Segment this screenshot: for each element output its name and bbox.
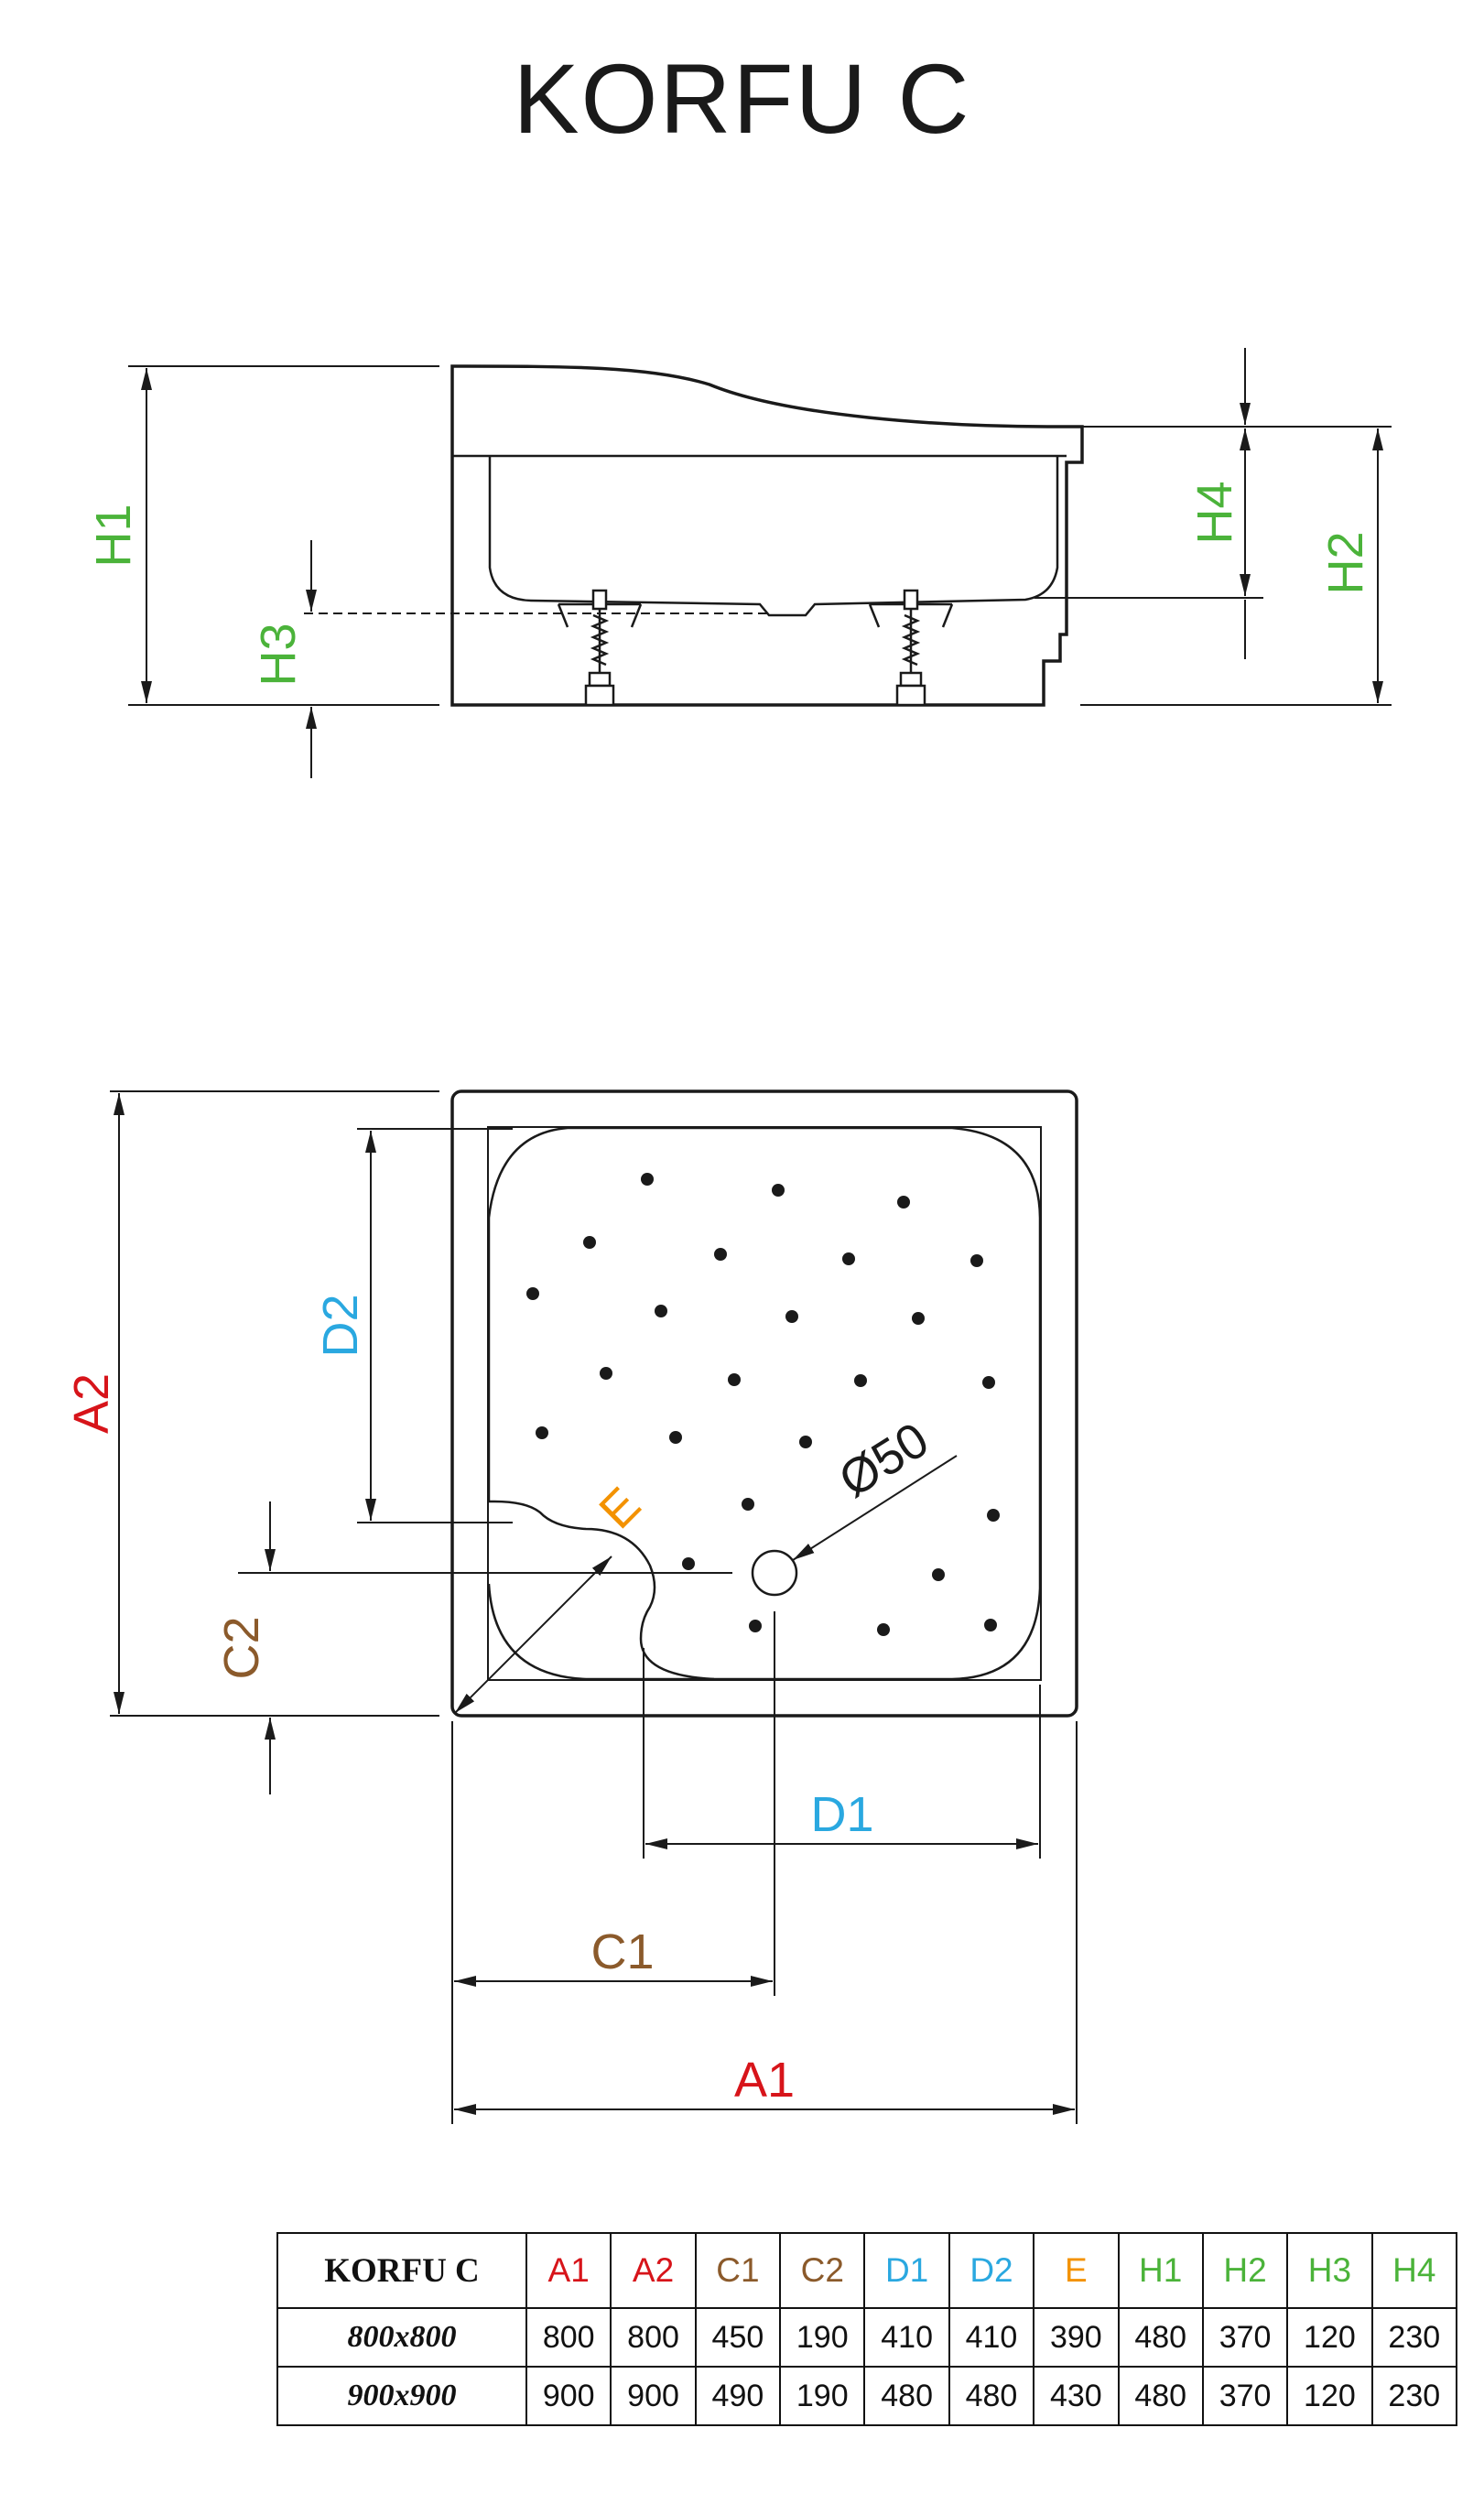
anti-slip-dots xyxy=(526,1173,1000,1636)
table-cell: 190 xyxy=(779,2366,866,2426)
header-d1: D1 xyxy=(863,2232,950,2309)
header-h1: H1 xyxy=(1117,2232,1204,2309)
support-leg-left xyxy=(557,589,643,707)
table-cell: 190 xyxy=(779,2307,866,2368)
label-h1: H1 xyxy=(86,504,141,567)
dimensions-table: KORFU C A1 A2 C1 C2 D1 D2 E H1 H2 H3 H4 … xyxy=(276,2232,1458,2426)
label-c2: C2 xyxy=(214,1616,269,1679)
label-d2: D2 xyxy=(313,1294,368,1357)
table-cell: 370 xyxy=(1201,2307,1289,2368)
table-row: 800x800 800 800 450 190 410 410 390 480 … xyxy=(276,2307,1458,2368)
label-h3: H3 xyxy=(251,623,306,686)
tray-outline xyxy=(450,1089,1078,1718)
basin-outline xyxy=(487,1126,1042,1681)
table-cell: 800 xyxy=(610,2307,697,2368)
header-a1: A1 xyxy=(525,2232,612,2309)
basin-corner xyxy=(487,1583,714,1681)
table-header-row: KORFU C A1 A2 C1 C2 D1 D2 E H1 H2 H3 H4 xyxy=(276,2232,1458,2309)
table-cell: 230 xyxy=(1370,2307,1458,2368)
inner-basin xyxy=(488,456,1059,617)
table-row: 900x900 900 900 490 190 480 480 430 480 … xyxy=(276,2366,1458,2426)
table-cell: 490 xyxy=(694,2366,782,2426)
e-dimension-line xyxy=(454,1556,612,1714)
row-model: 900x900 xyxy=(276,2366,527,2426)
drain-leader-line xyxy=(792,1455,958,1561)
table-cell: 480 xyxy=(1117,2307,1204,2368)
table-cell: 900 xyxy=(525,2366,612,2426)
table-cell: 800 xyxy=(525,2307,612,2368)
header-e: E xyxy=(1033,2232,1120,2309)
row-model: 800x800 xyxy=(276,2307,527,2368)
label-drain-diameter: Ø50 xyxy=(829,1412,937,1508)
header-d2: D2 xyxy=(948,2232,1035,2309)
table-cell: 410 xyxy=(948,2307,1035,2368)
header-h2: H2 xyxy=(1201,2232,1289,2309)
support-leg-right xyxy=(868,589,954,707)
table-cell: 480 xyxy=(948,2366,1035,2426)
table-cell: 480 xyxy=(863,2366,950,2426)
header-c1: C1 xyxy=(694,2232,782,2309)
header-h4: H4 xyxy=(1370,2232,1458,2309)
side-view xyxy=(128,348,1392,778)
top-view xyxy=(110,1089,1078,2124)
header-c2: C2 xyxy=(779,2232,866,2309)
table-cell: 900 xyxy=(610,2366,697,2426)
table-cell: 120 xyxy=(1286,2366,1373,2426)
table-cell: 410 xyxy=(863,2307,950,2368)
table-title: KORFU C xyxy=(276,2232,527,2309)
table-cell: 230 xyxy=(1370,2366,1458,2426)
table-cell: 480 xyxy=(1117,2366,1204,2426)
technical-drawing: H1 H3 H4 H2 xyxy=(64,348,1392,2124)
label-h4: H4 xyxy=(1187,481,1242,544)
header-h3: H3 xyxy=(1286,2232,1373,2309)
header-a2: A2 xyxy=(610,2232,697,2309)
page-title: KORFU C xyxy=(513,43,971,154)
table-cell: 450 xyxy=(694,2307,782,2368)
table-cell: 370 xyxy=(1201,2366,1289,2426)
label-d1: D1 xyxy=(810,1787,873,1842)
label-a2: A2 xyxy=(64,1373,119,1434)
table-cell: 390 xyxy=(1033,2307,1120,2368)
drain-hole xyxy=(751,1549,798,1597)
tray-side-profile xyxy=(450,364,1084,707)
table-cell: 120 xyxy=(1286,2307,1373,2368)
label-h2: H2 xyxy=(1318,531,1373,594)
label-a1: A1 xyxy=(734,2053,795,2108)
label-c1: C1 xyxy=(590,1924,654,1979)
table-cell: 430 xyxy=(1033,2366,1120,2426)
